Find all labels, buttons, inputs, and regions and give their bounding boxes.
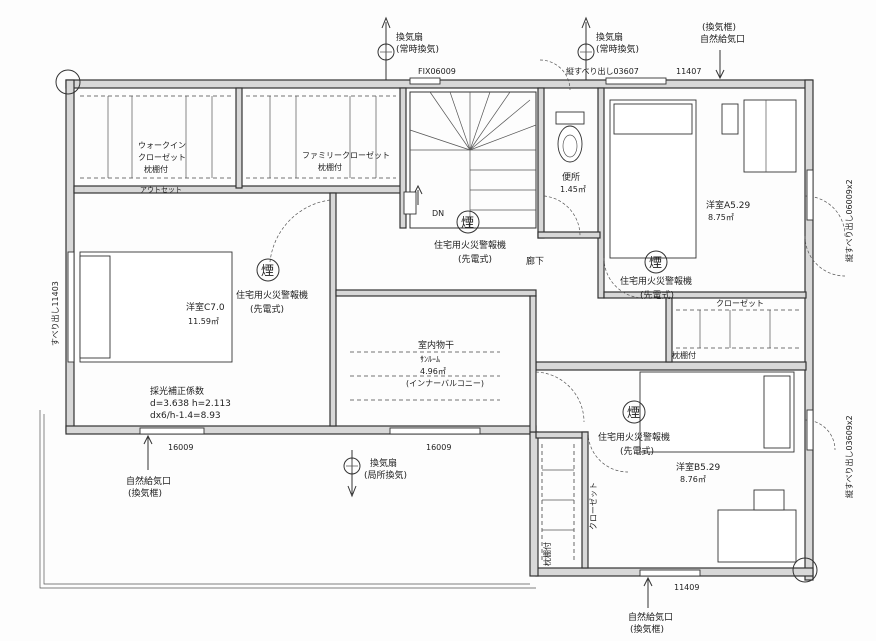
lighting-line1: d=3.638 h=2.113 (150, 399, 231, 409)
closet-a (676, 309, 800, 349)
laundry-label-4: (インナーバルコニー) (406, 379, 484, 388)
family-closet-label-2: 枕棚付 (318, 162, 342, 172)
western-a-area: 8.75㎡ (708, 213, 734, 222)
outset-label: アウトセット (140, 186, 182, 194)
fan-bottom-mode: (局所換気) (364, 469, 407, 481)
column-marker (792, 557, 818, 583)
western-c-name: 洋室C7.0 (186, 301, 225, 313)
vent-bottom-left-line2: (換気框) (128, 487, 162, 499)
laundry-label-1: 室内物干 (418, 339, 454, 351)
corridor-label: 廊下 (526, 255, 544, 267)
alarm-a-line2: (先電式) (640, 289, 674, 301)
vent-bottom-right-line1: 自然給気口 (628, 611, 673, 623)
fan-top-right (577, 16, 595, 80)
window-marks (67, 77, 814, 577)
laundry-rails (350, 351, 500, 401)
desk-b (717, 489, 797, 563)
vent-bottom-right-line2: (換気框) (630, 623, 664, 635)
lighting-line2: dx6/h-1.4=8.93 (150, 411, 221, 421)
alarm-c-line2: (先電式) (250, 303, 284, 315)
desk-a (721, 99, 797, 173)
window-bottom-right: 11409 (674, 583, 699, 592)
vent-arrows (143, 50, 725, 608)
window-fix: FIX06009 (418, 67, 456, 76)
fan-bottom-name: 換気扇 (370, 457, 397, 469)
smoke-alarm-stair-symbol: 煙 (461, 216, 474, 231)
window-bottom-left: 16009 (168, 443, 193, 452)
shelf-b-label: 枕棚付 (542, 542, 552, 566)
western-a-name: 洋室A5.29 (706, 199, 750, 211)
balcony-outline (39, 410, 536, 589)
alarm-a-line1: 住宅用火災警報機 (620, 275, 692, 287)
lighting-title: 採光補正係数 (150, 385, 204, 397)
window-right-lower: 縦すべり出し03609x2 (844, 415, 854, 498)
family-closet (246, 95, 396, 179)
closet-a-label: クローゼット (716, 298, 764, 308)
fan-top-right-mode: (常時換気) (596, 43, 639, 55)
vent-top-line1: (換気框) (702, 21, 736, 33)
fan-top-left-name: 換気扇 (396, 31, 423, 43)
smoke-alarm-c-symbol: 煙 (261, 264, 274, 279)
smoke-alarm-a-icon (644, 250, 668, 274)
toilet-fixture (555, 111, 585, 163)
laundry-label-3: 4.96㎡ (420, 367, 446, 376)
toilet-area: 1.45㎡ (560, 185, 586, 194)
smoke-alarm-b-symbol: 煙 (627, 406, 640, 421)
staircase (403, 91, 537, 229)
shelf-a-label: 枕棚付 (672, 350, 696, 360)
family-closet-label-1: ファミリークローゼット (302, 150, 390, 160)
alarm-b-line1: 住宅用火災警報機 (598, 431, 670, 443)
western-b-name: 洋室B5.29 (676, 461, 720, 473)
walkin-label-1: ウォークイン (138, 141, 186, 150)
western-b-area: 8.76㎡ (680, 475, 706, 484)
bed-b (639, 371, 795, 453)
walkin-label-2: クローゼット (138, 152, 186, 162)
column-marker (55, 69, 81, 95)
toilet-name: 便所 (562, 171, 580, 183)
smoke-alarm-c-icon (256, 258, 280, 282)
bed-a (609, 99, 697, 259)
smoke-alarm-b-icon (622, 400, 646, 424)
walkin-label-3: 枕棚付 (144, 164, 168, 174)
window-top-right: 11407 (676, 67, 701, 76)
closet-b-label: クローゼット (588, 482, 598, 530)
fan-top-left (377, 16, 395, 80)
stair-dn-label: DN (432, 209, 444, 218)
interior-walls (73, 87, 807, 569)
laundry-label-2: ｻﾝﾙｰﾑ (420, 355, 440, 364)
alarm-c-line1: 住宅用火災警報機 (236, 289, 308, 301)
bed-c (79, 251, 233, 363)
alarm-stair-line2: (先電式) (458, 253, 492, 265)
window-slide-top: 縦すべり出し03607 (566, 66, 639, 76)
smoke-alarm-stair-icon (456, 210, 480, 234)
alarm-stair-line1: 住宅用火災警報機 (434, 239, 506, 251)
walk-in-closet (80, 95, 232, 179)
alarm-b-line2: (先電式) (620, 445, 654, 457)
door-swings (269, 59, 846, 473)
fan-bottom (343, 450, 361, 498)
window-left: すべり出し11403 (50, 281, 60, 346)
fan-top-left-mode: (常時換気) (396, 43, 439, 55)
vent-top-line2: 自然給気口 (700, 33, 745, 45)
window-bottom-mid: 16009 (426, 443, 451, 452)
smoke-alarm-a-symbol: 煙 (649, 256, 662, 271)
fan-top-right-name: 換気扇 (596, 31, 623, 43)
western-c-area: 11.59㎡ (188, 317, 219, 326)
closet-b (541, 444, 575, 562)
vent-bottom-left-line1: 自然給気口 (126, 475, 171, 487)
window-right-upper: 縦すべり出し06009x2 (844, 179, 854, 262)
